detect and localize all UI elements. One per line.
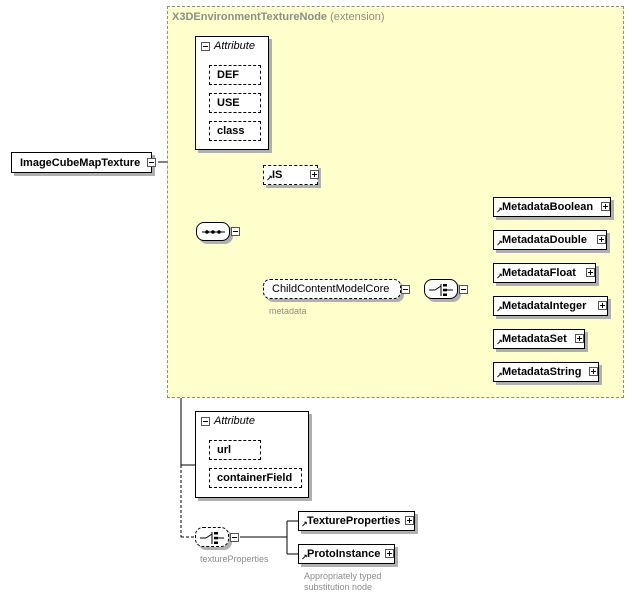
- metadata-float-element[interactable]: ↗ MetadataFloat: [493, 263, 596, 283]
- reference-arrow-icon: ↗: [301, 553, 308, 562]
- proto-instance-element[interactable]: ↗ ProtoInstance: [298, 544, 395, 564]
- is-label: IS: [272, 169, 283, 181]
- child-group-collapse-icon[interactable]: [401, 285, 410, 294]
- attribute-containerfield[interactable]: containerField: [209, 468, 302, 488]
- texture-choice-collapse-icon[interactable]: [230, 533, 239, 542]
- metadata-label: MetadataBoolean: [502, 201, 594, 213]
- choice-icon: [200, 532, 224, 544]
- metadata-double-element[interactable]: ↗ MetadataDouble: [493, 230, 607, 250]
- attribute-class[interactable]: class: [209, 121, 261, 141]
- is-element[interactable]: ↗ IS: [263, 165, 319, 185]
- metadata-label: MetadataDouble: [502, 234, 587, 246]
- expand-icon[interactable]: [310, 170, 319, 179]
- attribute-collapse-icon[interactable]: [201, 42, 210, 51]
- texture-item-label: TextureProperties: [307, 515, 401, 527]
- expand-icon[interactable]: [575, 334, 584, 343]
- attribute-def[interactable]: DEF: [209, 65, 261, 85]
- extension-title: X3DEnvironmentTextureNode (extension): [172, 11, 385, 23]
- attribute-collapse-icon[interactable]: [201, 417, 210, 426]
- child-group-label: ChildContentModelCore: [272, 283, 390, 295]
- choice-compositor[interactable]: [424, 279, 458, 299]
- metadata-boolean-element[interactable]: ↗ MetadataBoolean: [493, 197, 611, 217]
- texture-choice-compositor[interactable]: [195, 527, 229, 547]
- extension-suffix: (extension): [330, 11, 385, 23]
- expand-icon[interactable]: [586, 268, 595, 277]
- metadata-set-element[interactable]: ↗ MetadataSet: [493, 329, 585, 349]
- metadata-string-element[interactable]: ↗ MetadataString: [493, 362, 599, 382]
- attribute-use[interactable]: USE: [209, 93, 261, 113]
- expand-icon[interactable]: [598, 301, 607, 310]
- texture-choice-caption: textureProperties: [200, 554, 269, 564]
- collapse-icon[interactable]: [147, 158, 156, 167]
- texture-item-label: ProtoInstance: [307, 548, 381, 560]
- reference-arrow-icon: ↗: [496, 272, 503, 281]
- attribute-header: Attribute: [214, 415, 255, 427]
- expand-icon[interactable]: [601, 202, 610, 211]
- reference-arrow-icon: ↗: [496, 305, 503, 314]
- metadata-label: MetadataString: [502, 366, 582, 378]
- attribute-url[interactable]: url: [209, 440, 261, 460]
- choice-icon: [429, 284, 453, 296]
- reference-arrow-icon: ↗: [266, 174, 273, 183]
- choice-collapse-icon[interactable]: [459, 285, 468, 294]
- attribute-header: Attribute: [214, 40, 255, 52]
- child-group-caption: metadata: [269, 306, 307, 316]
- metadata-label: MetadataInteger: [502, 300, 587, 312]
- reference-arrow-icon: ↗: [496, 239, 503, 248]
- expand-icon[interactable]: [385, 549, 394, 558]
- expand-icon[interactable]: [597, 235, 606, 244]
- extension-name: X3DEnvironmentTextureNode: [172, 11, 328, 23]
- root-element[interactable]: ImageCubeMapTexture: [11, 152, 156, 173]
- reference-arrow-icon: ↗: [301, 520, 308, 529]
- sequence-collapse-icon[interactable]: [231, 227, 240, 236]
- root-label: ImageCubeMapTexture: [20, 156, 141, 169]
- metadata-label: MetadataSet: [502, 333, 567, 345]
- texture-properties-element[interactable]: ↗ TextureProperties: [298, 511, 415, 531]
- sequence-icon: [202, 230, 225, 234]
- texture-caption-line: substitution node: [304, 582, 373, 592]
- child-content-group[interactable]: ChildContentModelCore: [263, 279, 401, 299]
- reference-arrow-icon: ↗: [496, 206, 503, 215]
- reference-arrow-icon: ↗: [496, 338, 503, 347]
- sequence-compositor[interactable]: [196, 222, 230, 241]
- texture-caption-line: Appropriately typed: [304, 571, 382, 581]
- expand-icon[interactable]: [405, 516, 414, 525]
- reference-arrow-icon: ↗: [496, 371, 503, 380]
- expand-icon[interactable]: [589, 367, 598, 376]
- metadata-label: MetadataFloat: [502, 267, 576, 279]
- metadata-integer-element[interactable]: ↗ MetadataInteger: [493, 296, 608, 316]
- texture-caption: Appropriately typed substitution node: [304, 571, 382, 593]
